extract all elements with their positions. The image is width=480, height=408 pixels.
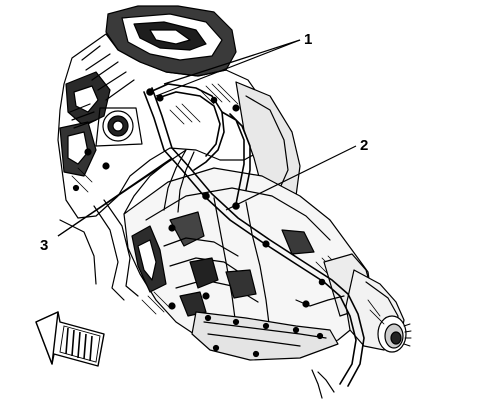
front-arrow-icon <box>35 311 105 367</box>
callout-1: 1 <box>304 31 312 48</box>
cooler-lines <box>143 83 365 399</box>
leader-2 <box>225 145 357 211</box>
leader-1a <box>163 39 301 85</box>
leader-3b <box>57 157 173 237</box>
transmission-body <box>123 167 373 361</box>
callout-3: 3 <box>40 237 48 254</box>
extension-housing <box>323 253 412 353</box>
leader-lines <box>57 39 357 237</box>
leader-1b <box>155 39 301 97</box>
callout-2: 2 <box>360 137 368 154</box>
